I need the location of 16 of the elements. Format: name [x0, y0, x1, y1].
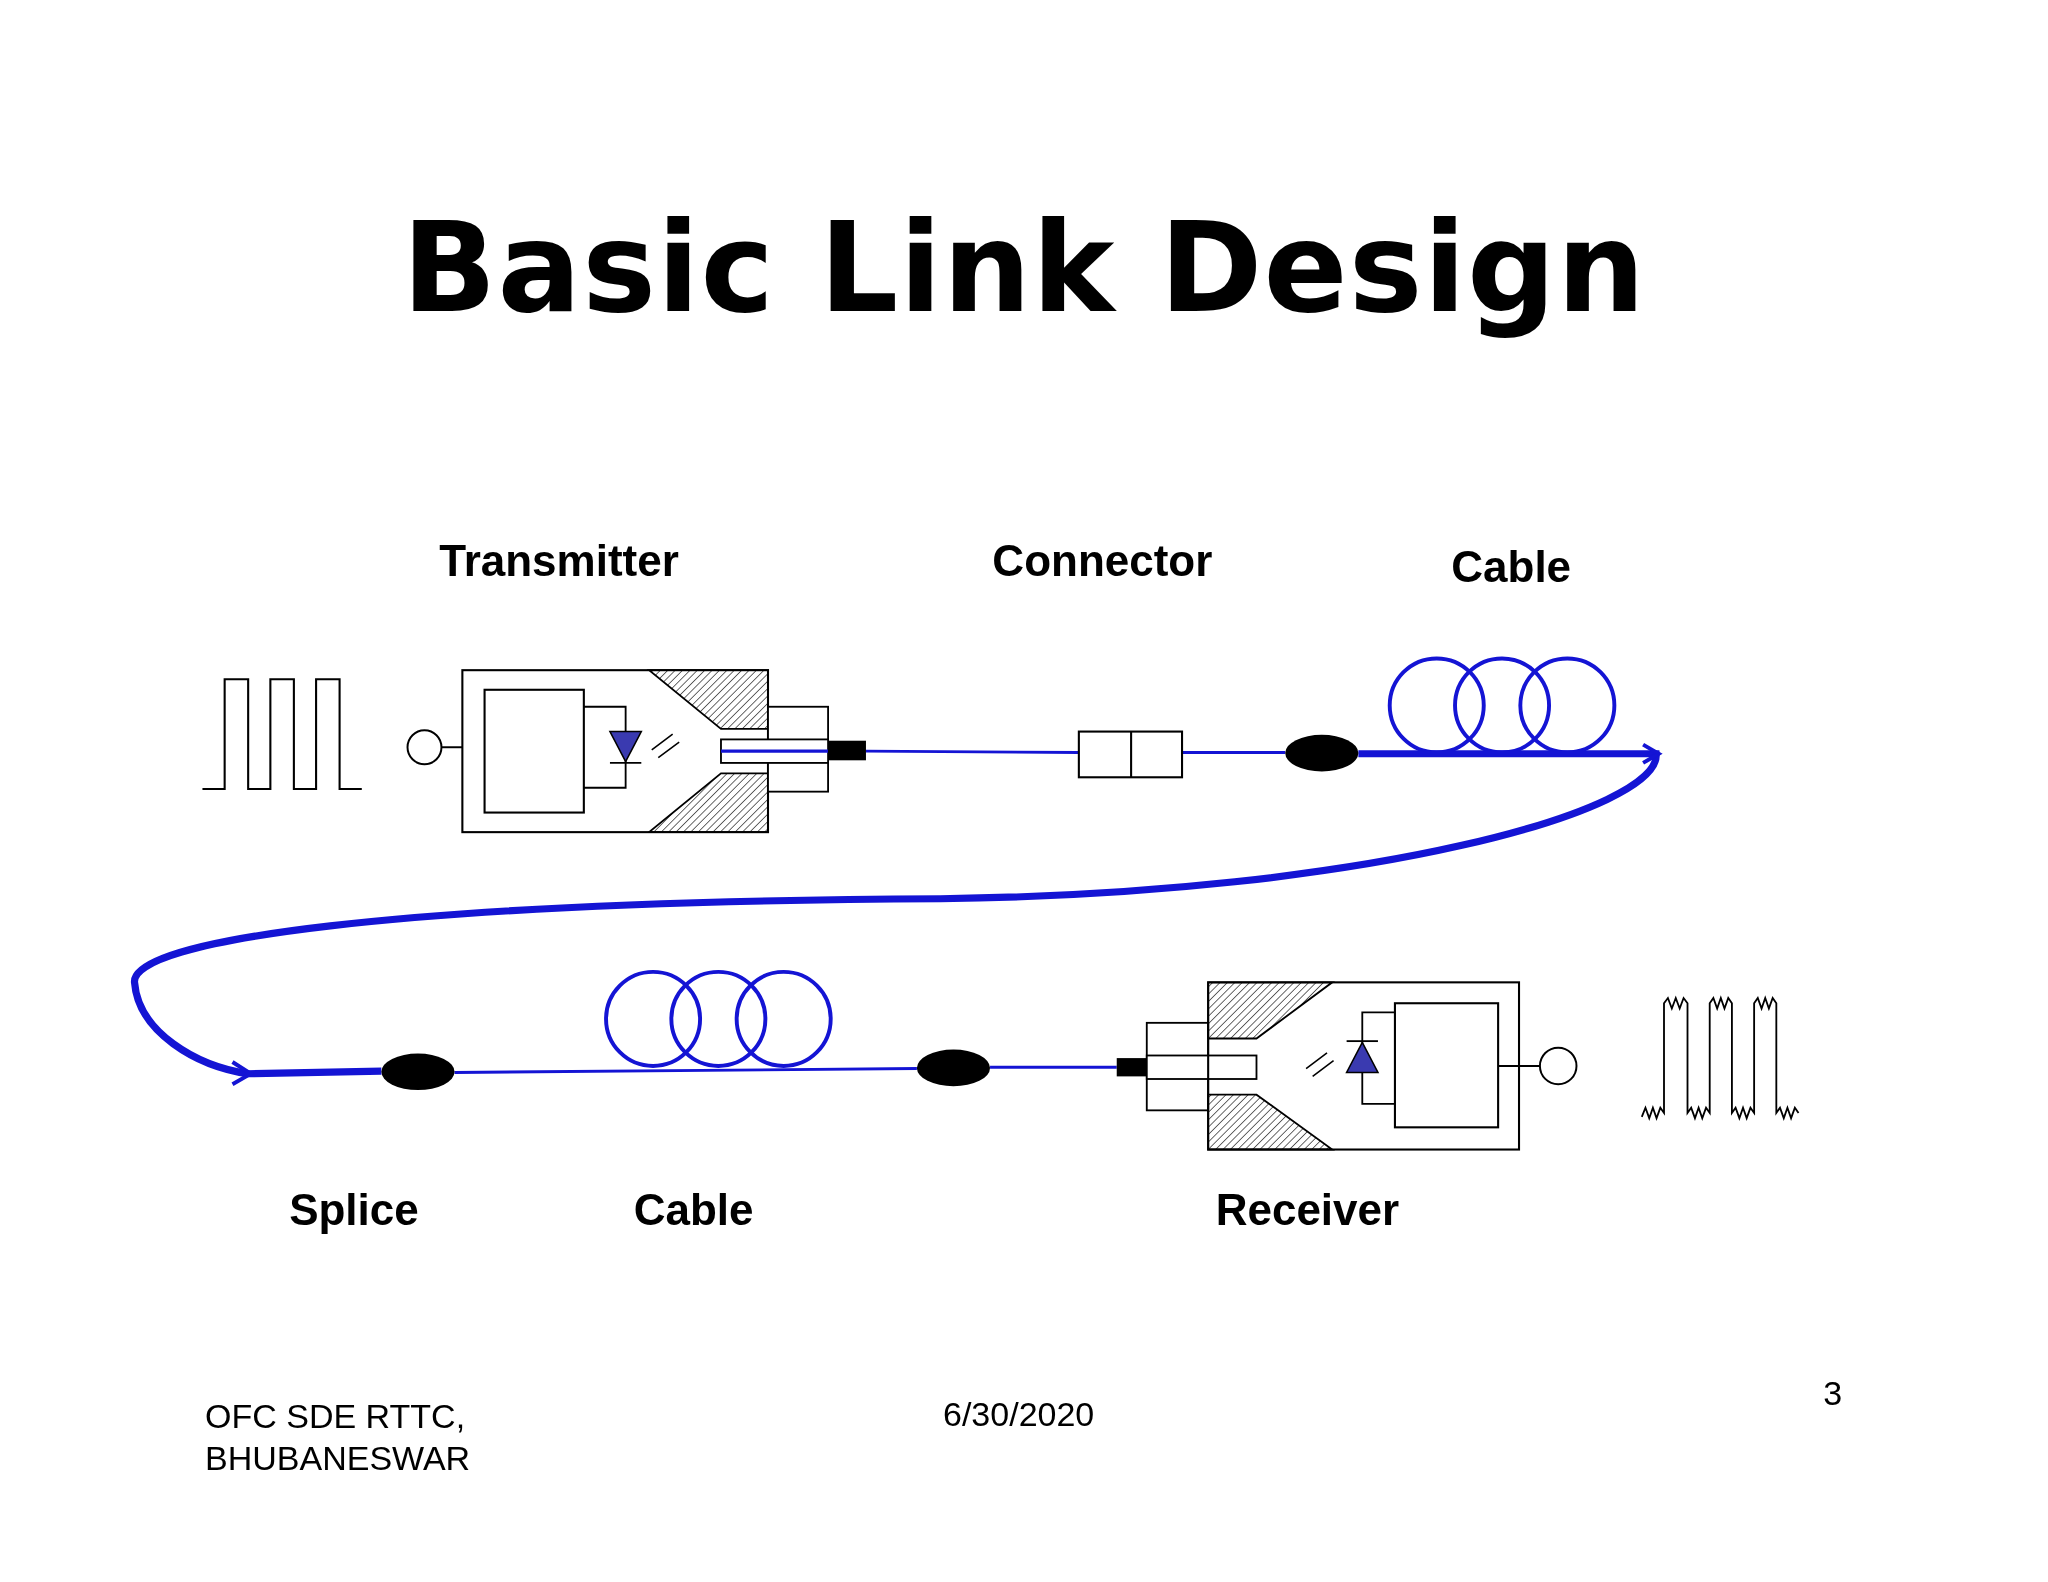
connector-box	[1077, 730, 1184, 779]
component-label: Transmitter	[439, 535, 679, 586]
component-label: Cable	[633, 1184, 754, 1235]
footer-text: OFC SDE RTTC, BHUBANESWAR	[205, 1395, 472, 1480]
footer-date: 6/30/2020	[943, 1394, 1095, 1434]
page-number: 3	[1823, 1374, 1843, 1414]
component-label: Splice	[289, 1184, 419, 1235]
splice-symbol	[1285, 734, 1359, 772]
component-label: Receiver	[1215, 1184, 1400, 1235]
splice-symbol	[916, 1049, 991, 1087]
transmitter-drawing	[406, 669, 866, 834]
component-label: Connector	[992, 535, 1213, 586]
splice-symbol	[381, 1053, 455, 1091]
component-label: Cable	[1451, 542, 1572, 593]
receiver-drawing	[1116, 981, 1578, 1151]
title: Basic Link Design	[402, 195, 1646, 340]
